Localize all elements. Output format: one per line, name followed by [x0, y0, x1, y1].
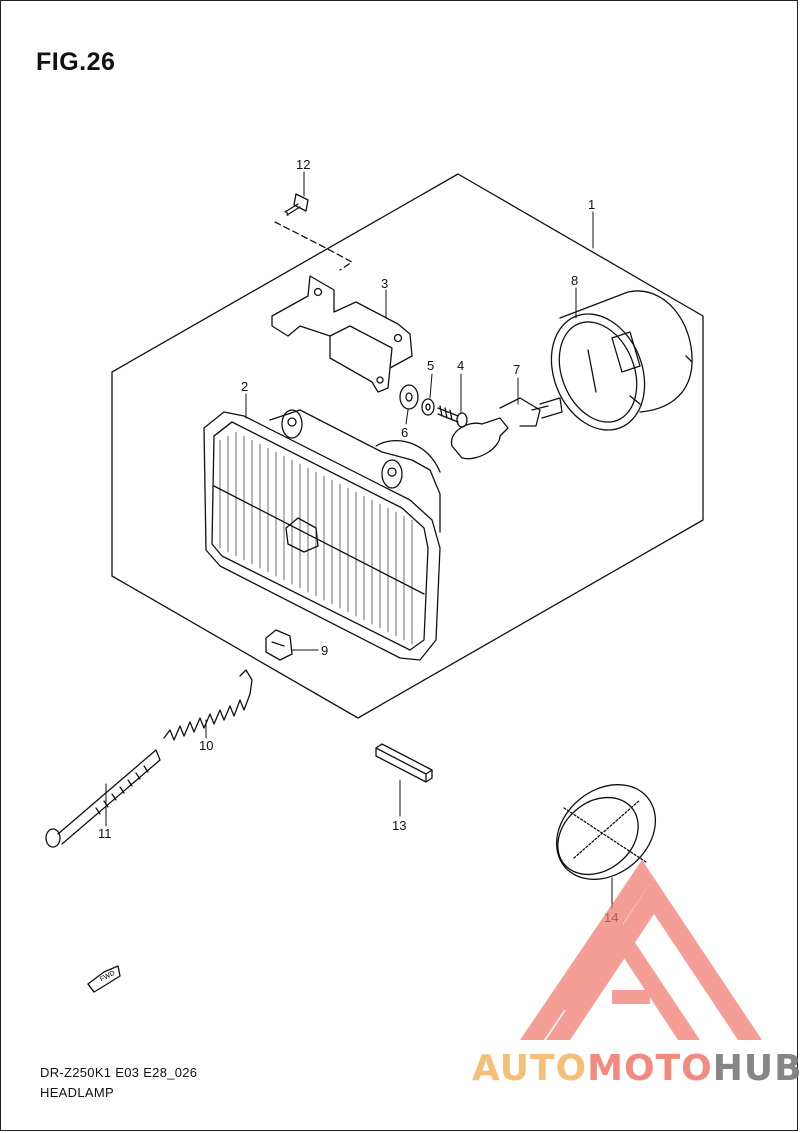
callout-12: 12: [296, 157, 310, 172]
screw-part-4: [437, 405, 468, 428]
cover-part-8: [550, 290, 693, 431]
bulb-part-7: [450, 397, 563, 460]
headlamp-lens-lines: [219, 431, 413, 645]
watermark-auto: AUTO: [472, 1048, 588, 1089]
block-part-13: [375, 743, 433, 783]
callout-13: 13: [392, 818, 406, 833]
callout-1: 1: [588, 197, 595, 212]
callout-10: 10: [199, 738, 213, 753]
callout-7: 7: [513, 362, 520, 377]
callout-3: 3: [381, 276, 388, 291]
diagram-caption: HEADLAMP: [40, 1085, 114, 1100]
callout-6: 6: [401, 425, 408, 440]
callout-4: 4: [457, 358, 464, 373]
watermark-hub: HUB: [712, 1048, 800, 1089]
callout-2: 2: [241, 379, 248, 394]
callout-8: 8: [571, 273, 578, 288]
leader-12: [274, 221, 353, 271]
spring-part-10: [163, 669, 253, 741]
screw-part-12: [284, 193, 309, 216]
washer-part-6: [399, 384, 419, 410]
reflector-part-14: [555, 784, 657, 880]
washer-part-5: [421, 398, 435, 416]
watermark-moto: MOTO: [587, 1048, 713, 1089]
watermark-text: AUTOMOTOHUB: [472, 1048, 800, 1089]
leader-6: [405, 409, 409, 425]
callout-5: 5: [427, 358, 434, 373]
watermark-logo-icon: [520, 860, 762, 1040]
headlamp-part-2: [203, 409, 441, 661]
bracket-part-3: [271, 275, 413, 393]
callout-11: 11: [98, 826, 112, 841]
forward-arrow-icon: [87, 965, 121, 993]
callout-9: 9: [321, 643, 328, 658]
figure-title: FIG.26: [36, 48, 116, 76]
nut-part-9: [265, 629, 293, 661]
assembly-outline: [111, 173, 704, 719]
leader-5: [429, 373, 433, 399]
diagram-code: DR-Z250K1 E03 E28_026: [40, 1065, 198, 1080]
